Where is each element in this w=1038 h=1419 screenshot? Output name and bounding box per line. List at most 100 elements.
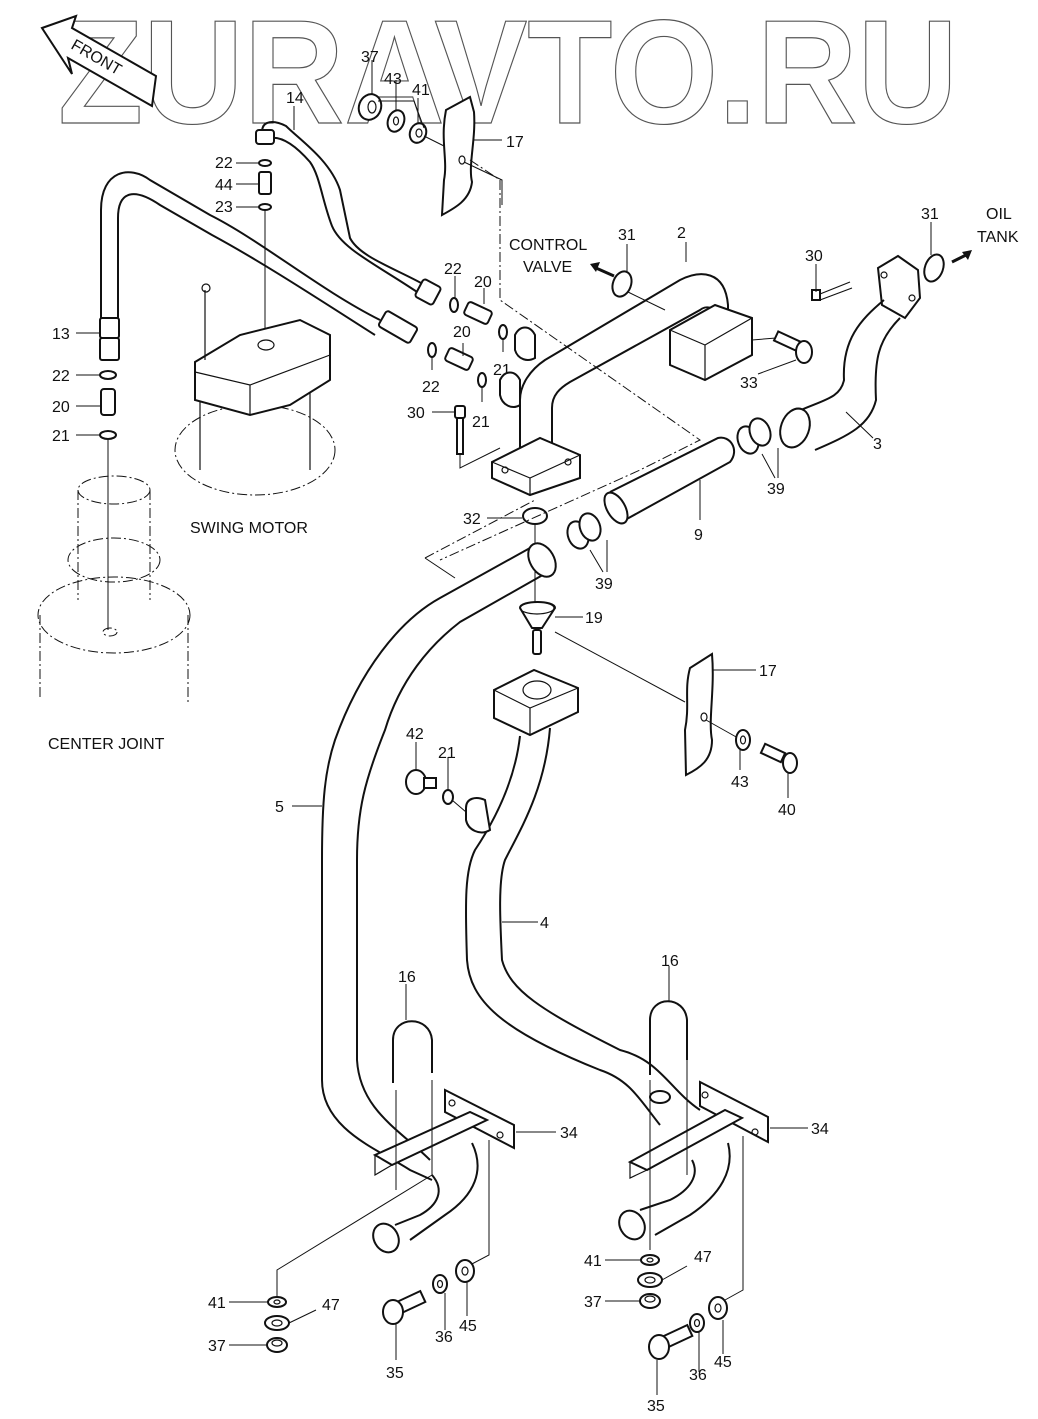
callout-5: 5 — [275, 799, 284, 816]
callout-20-valve-b: 20 — [453, 324, 471, 341]
lockwasher-41-right — [640, 1254, 660, 1266]
hose-9 — [603, 436, 736, 525]
washer-45-left — [455, 1259, 475, 1283]
callout-17-middle: 17 — [759, 663, 777, 680]
callout-39-lower: 39 — [595, 576, 613, 593]
callout-35-right: 35 — [647, 1398, 665, 1415]
callout-22-left: 22 — [52, 368, 70, 385]
callout-45-right: 45 — [714, 1354, 732, 1371]
callout-16-right: 16 — [661, 953, 679, 970]
callout-17-top: 17 — [506, 134, 524, 151]
washer-47-right — [637, 1272, 663, 1288]
callout-36-right: 36 — [689, 1367, 707, 1384]
nut-37-top — [357, 93, 383, 121]
clamp-bracket-17-top — [440, 95, 502, 217]
callout-32: 32 — [463, 511, 481, 528]
callout-23: 23 — [215, 199, 233, 216]
callout-40: 40 — [778, 802, 796, 819]
hose-13 — [99, 171, 418, 361]
lockwasher-36-right — [689, 1313, 705, 1333]
callout-13: 13 — [52, 326, 70, 343]
washer-47-left — [264, 1315, 290, 1331]
oil-tank-caption-line1: OIL — [986, 206, 1012, 223]
pipe-5 — [321, 542, 557, 1181]
callout-14: 14 — [286, 90, 304, 107]
hose-clamps-39-upper — [736, 417, 772, 455]
swing-motor-caption: SWING MOTOR — [190, 520, 308, 537]
washer-45-right — [708, 1296, 728, 1320]
lockwasher-41-top — [408, 122, 428, 144]
callout-44: 44 — [215, 177, 233, 194]
clamp-bracket-17-middle — [683, 652, 714, 777]
oring-21-left — [99, 430, 117, 440]
hose-clamps-39-lower — [566, 512, 602, 550]
fitting-44 — [258, 171, 272, 195]
hose-14 — [255, 121, 442, 306]
callout-37-right: 37 — [584, 1294, 602, 1311]
callout-21-middle: 21 — [438, 745, 456, 762]
callout-41: 41 — [412, 82, 430, 99]
callout-43-middle: 43 — [731, 774, 749, 791]
control-valve-arrow-icon — [595, 266, 615, 278]
callout-21-left: 21 — [52, 428, 70, 445]
callout-37: 37 — [361, 49, 379, 66]
oring-32 — [522, 507, 548, 525]
bolt-35-right — [648, 1323, 694, 1360]
callout-19: 19 — [585, 610, 603, 627]
oring-23 — [258, 203, 272, 211]
pipe-2 — [491, 273, 753, 497]
oil-tank-caption-line2: TANK — [977, 229, 1019, 246]
lockwasher-41-left — [267, 1296, 287, 1308]
washer-43-middle — [735, 729, 751, 751]
bolt-33 — [772, 330, 813, 364]
callout-45-left: 45 — [459, 1318, 477, 1335]
callout-43: 43 — [384, 71, 402, 88]
assembly-centerline — [439, 159, 701, 561]
callout-22-swing: 22 — [215, 155, 233, 172]
oring-22-left — [99, 370, 117, 380]
callout-22-valve-a: 22 — [444, 261, 462, 278]
callout-35-left: 35 — [386, 1365, 404, 1382]
callout-39-upper: 39 — [767, 481, 785, 498]
oring-22-swing — [258, 159, 272, 167]
watermark: ZURAVTO.RU — [58, 0, 958, 155]
callout-37-left: 37 — [208, 1338, 226, 1355]
callout-20-valve-a: 20 — [474, 274, 492, 291]
oring-31-tank — [923, 253, 945, 283]
callout-41-right: 41 — [584, 1253, 602, 1270]
callout-41-left: 41 — [208, 1295, 226, 1312]
plug-42 — [405, 769, 437, 795]
control-valve-caption-line1: CONTROL — [509, 237, 587, 254]
callout-47-right: 47 — [694, 1249, 712, 1266]
right-bracket-assembly — [618, 1000, 769, 1241]
callout-30-valve: 30 — [407, 405, 425, 422]
swing-motor — [174, 283, 336, 496]
left-bracket-assembly — [372, 1020, 515, 1254]
callout-33: 33 — [740, 375, 758, 392]
nut-37-right — [639, 1293, 661, 1309]
washer-43-top — [386, 109, 406, 133]
callout-2: 2 — [677, 225, 686, 242]
bolt-30-right — [811, 281, 853, 301]
callout-34-right: 34 — [811, 1121, 829, 1138]
bolt-35-left — [382, 1289, 427, 1325]
callout-21-valve-b: 21 — [472, 414, 490, 431]
callout-4: 4 — [540, 915, 549, 932]
oring-21-middle — [442, 789, 454, 805]
callout-20-left: 20 — [52, 399, 70, 416]
callout-22-valve-b: 22 — [422, 379, 440, 396]
callout-3: 3 — [873, 436, 882, 453]
oring-31-valve — [611, 270, 633, 298]
callout-31-valve: 31 — [618, 227, 636, 244]
callout-16-left: 16 — [398, 969, 416, 986]
pipe-4 — [464, 668, 701, 1126]
center-joint-caption: CENTER JOINT — [48, 736, 165, 753]
control-valve-caption-line2: VALVE — [523, 259, 572, 276]
callout-30-right: 30 — [805, 248, 823, 265]
lockwasher-36-left — [432, 1274, 448, 1294]
bolt-40 — [759, 742, 798, 774]
pipe-3 — [779, 254, 922, 451]
callout-47-left: 47 — [322, 1297, 340, 1314]
callout-34-left: 34 — [560, 1125, 578, 1142]
